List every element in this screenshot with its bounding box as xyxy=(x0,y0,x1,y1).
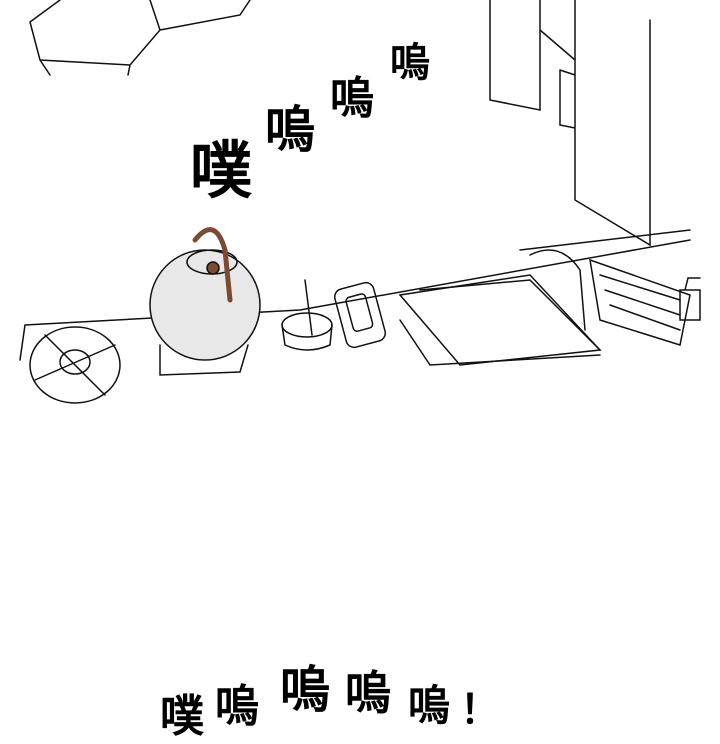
sfx-char: 嗚 xyxy=(280,661,330,719)
kitchen-illustration xyxy=(19,0,701,404)
sfx-char: 噗 xyxy=(160,691,204,742)
sfx-char: 嗚 xyxy=(408,681,451,730)
bowl-with-spoon xyxy=(281,279,333,351)
cardboard-box xyxy=(29,0,251,76)
dish-rack xyxy=(529,249,691,346)
refrigerator xyxy=(489,0,651,247)
sfx-char: 嗚 xyxy=(265,101,315,159)
sink xyxy=(398,274,602,366)
counter xyxy=(19,229,691,366)
sfx-char: 嗚 xyxy=(390,40,430,86)
sfx-char: ！ xyxy=(460,687,500,733)
gas-burner xyxy=(29,326,121,404)
sfx-char: 嗚 xyxy=(345,666,391,720)
sfx-char: 嗚 xyxy=(215,681,259,732)
soap-dish xyxy=(333,281,387,349)
sfx-char: 嗚 xyxy=(330,73,374,124)
sfx-char: 噗 xyxy=(190,134,253,207)
kettle xyxy=(149,227,261,376)
soap-bottle xyxy=(679,277,701,321)
